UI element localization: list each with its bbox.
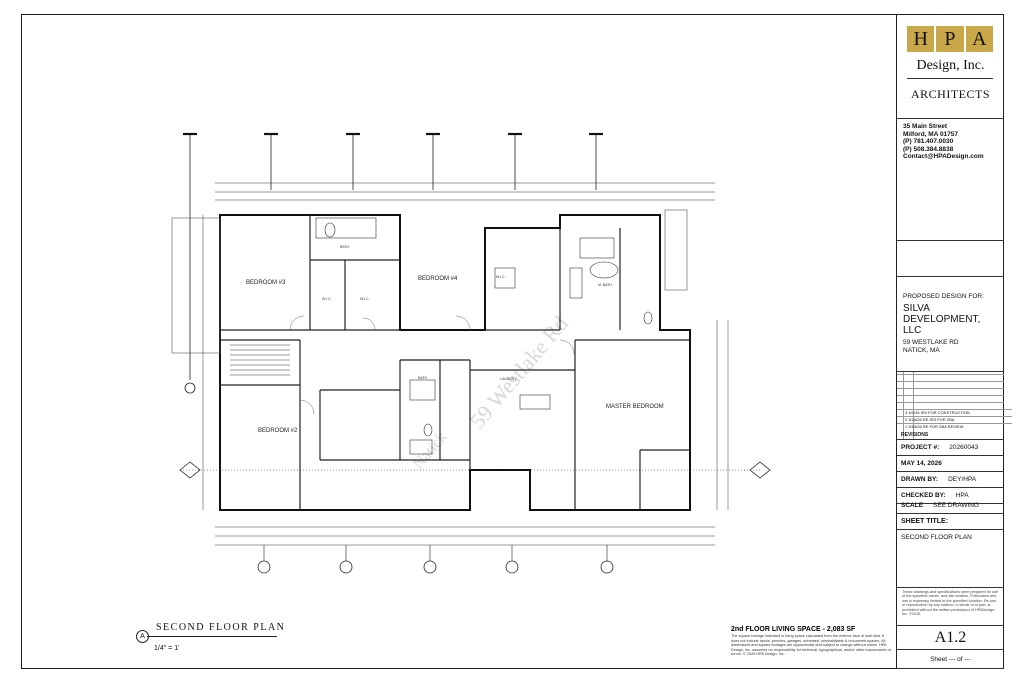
scale: SCALE SEE DRAWING xyxy=(897,498,1004,514)
room-wic-3-label: W.I.C. xyxy=(496,275,506,279)
drawing-sheet-border xyxy=(21,14,1004,669)
project-address: 59 WESTLAKE RD NATICK, MA xyxy=(903,339,998,355)
revisions-label: REVISIONS xyxy=(901,432,929,438)
room-master-bath-label: M. BATH xyxy=(598,283,612,287)
client-name-line-1: SILVA xyxy=(903,303,930,314)
drawn-by: DRAWN BY: DEY/HPA xyxy=(897,472,1004,488)
client-name: SILVA DEVELOPMENT, LLC xyxy=(903,303,998,336)
sheet-title: SECOND FLOOR PLAN xyxy=(897,530,1004,588)
room-bedroom-4-label: BEDROOM #4 xyxy=(418,276,458,282)
revision-row: 1 3/16/26 RE FOR ZBA REVIEW xyxy=(897,423,1012,431)
sheet-number: A1.2 xyxy=(897,626,1004,650)
logo-divider xyxy=(907,78,993,79)
project-number-label: PROJECT #: xyxy=(901,444,940,451)
living-space-disclaimer: The square footage indicated is living s… xyxy=(731,634,891,657)
project-number-value: 20260043 xyxy=(949,444,979,451)
address-line-2: NATICK, MA xyxy=(903,347,940,354)
watermark-line-2: Natick xyxy=(410,429,450,473)
room-bedroom-3-label: BEDROOM #3 xyxy=(246,280,286,286)
firm-logo: H P A Design, Inc. ARCHITECTS xyxy=(897,14,1004,119)
logo-letter-h: H xyxy=(907,26,935,52)
project-label: PROPOSED DESIGN FOR: xyxy=(903,293,984,300)
room-wic-2-label: W.I.C. xyxy=(360,297,370,301)
room-bath-2-label: BATH xyxy=(418,376,428,380)
project-number: PROJECT #: 20260043 xyxy=(897,440,1004,456)
room-bedroom-2-label: BEDROOM #2 xyxy=(258,428,298,434)
contact-street: 35 Main Street xyxy=(903,123,948,130)
checked-by: CHECKED BY: HPA xyxy=(897,488,1004,504)
revisions-table: 3 4/9/26 ISS FOR CONSTRUCTION 2 3/26/26 … xyxy=(897,372,1012,440)
logo-letter-p: P xyxy=(936,26,964,52)
project-info: PROPOSED DESIGN FOR: SILVA DEVELOPMENT, … xyxy=(897,277,1004,372)
living-space-note: 2nd FLOOR LIVING SPACE - 2,083 SF The sq… xyxy=(731,625,891,665)
logo-letter-a: A xyxy=(965,26,993,52)
second-floor-plan-drawing: 59 Westlake Rd Natick xyxy=(171,132,771,574)
checked-by-value: HPA xyxy=(955,492,969,499)
contact-email[interactable]: Contact@HPADesign.com xyxy=(903,153,984,160)
client-name-line-2: DEVELOPMENT, LLC xyxy=(903,314,981,336)
living-space-heading: 2nd FLOOR LIVING SPACE - 2,083 SF xyxy=(731,626,856,633)
room-wic-1-label: W.I.C. xyxy=(322,297,332,301)
room-bath-label: BATH xyxy=(340,245,350,249)
contact-phone-1: (P) 781.407.0030 xyxy=(903,138,954,145)
legal-notes: These drawings and specifications were p… xyxy=(897,588,1004,626)
scale-label: SCALE xyxy=(901,502,924,509)
scale-value: SEE DRAWING xyxy=(933,502,980,509)
sheet-of: Sheet --- of --- xyxy=(897,650,1004,669)
contact-city: Milford, MA 01757 xyxy=(903,130,959,138)
room-laundry-label: LAUNDRY xyxy=(500,377,517,381)
issue-date: MAY 14, 2026 xyxy=(897,456,1004,472)
contact-phone-2: (P) 508.384.8838 xyxy=(903,145,954,153)
drawn-by-value: DEY/HPA xyxy=(948,476,977,483)
firm-tagline: ARCHITECTS xyxy=(910,87,990,101)
checked-by-label: CHECKED BY: xyxy=(901,492,946,499)
caption-title: SECOND FLOOR PLAN xyxy=(156,622,286,633)
issue-date-value: MAY 14, 2026 xyxy=(901,460,942,467)
caption-scale: 1/4" = 1' xyxy=(154,645,180,652)
firm-contact: 35 Main Street Milford, MA 01757 (P) 781… xyxy=(897,119,1004,241)
revision-row: 2 3/26/26 RE-ISS FOR ZBA xyxy=(897,416,1012,424)
title-block: H P A Design, Inc. ARCHITECTS 35 Main St… xyxy=(896,14,1012,669)
caption-underline xyxy=(147,636,277,637)
sheet-title-label: SHEET TITLE: xyxy=(897,514,1004,530)
firm-name: Design, Inc. xyxy=(916,58,985,73)
hpa-logo-mark: H P A xyxy=(907,26,993,52)
blank-panel xyxy=(897,241,1004,277)
revision-row: 3 4/9/26 ISS FOR CONSTRUCTION xyxy=(897,409,1012,417)
address-line-1: 59 WESTLAKE RD xyxy=(903,339,959,346)
drawn-by-label: DRAWN BY: xyxy=(901,476,939,483)
room-master-bedroom-label: MASTER BEDROOM xyxy=(606,404,664,410)
